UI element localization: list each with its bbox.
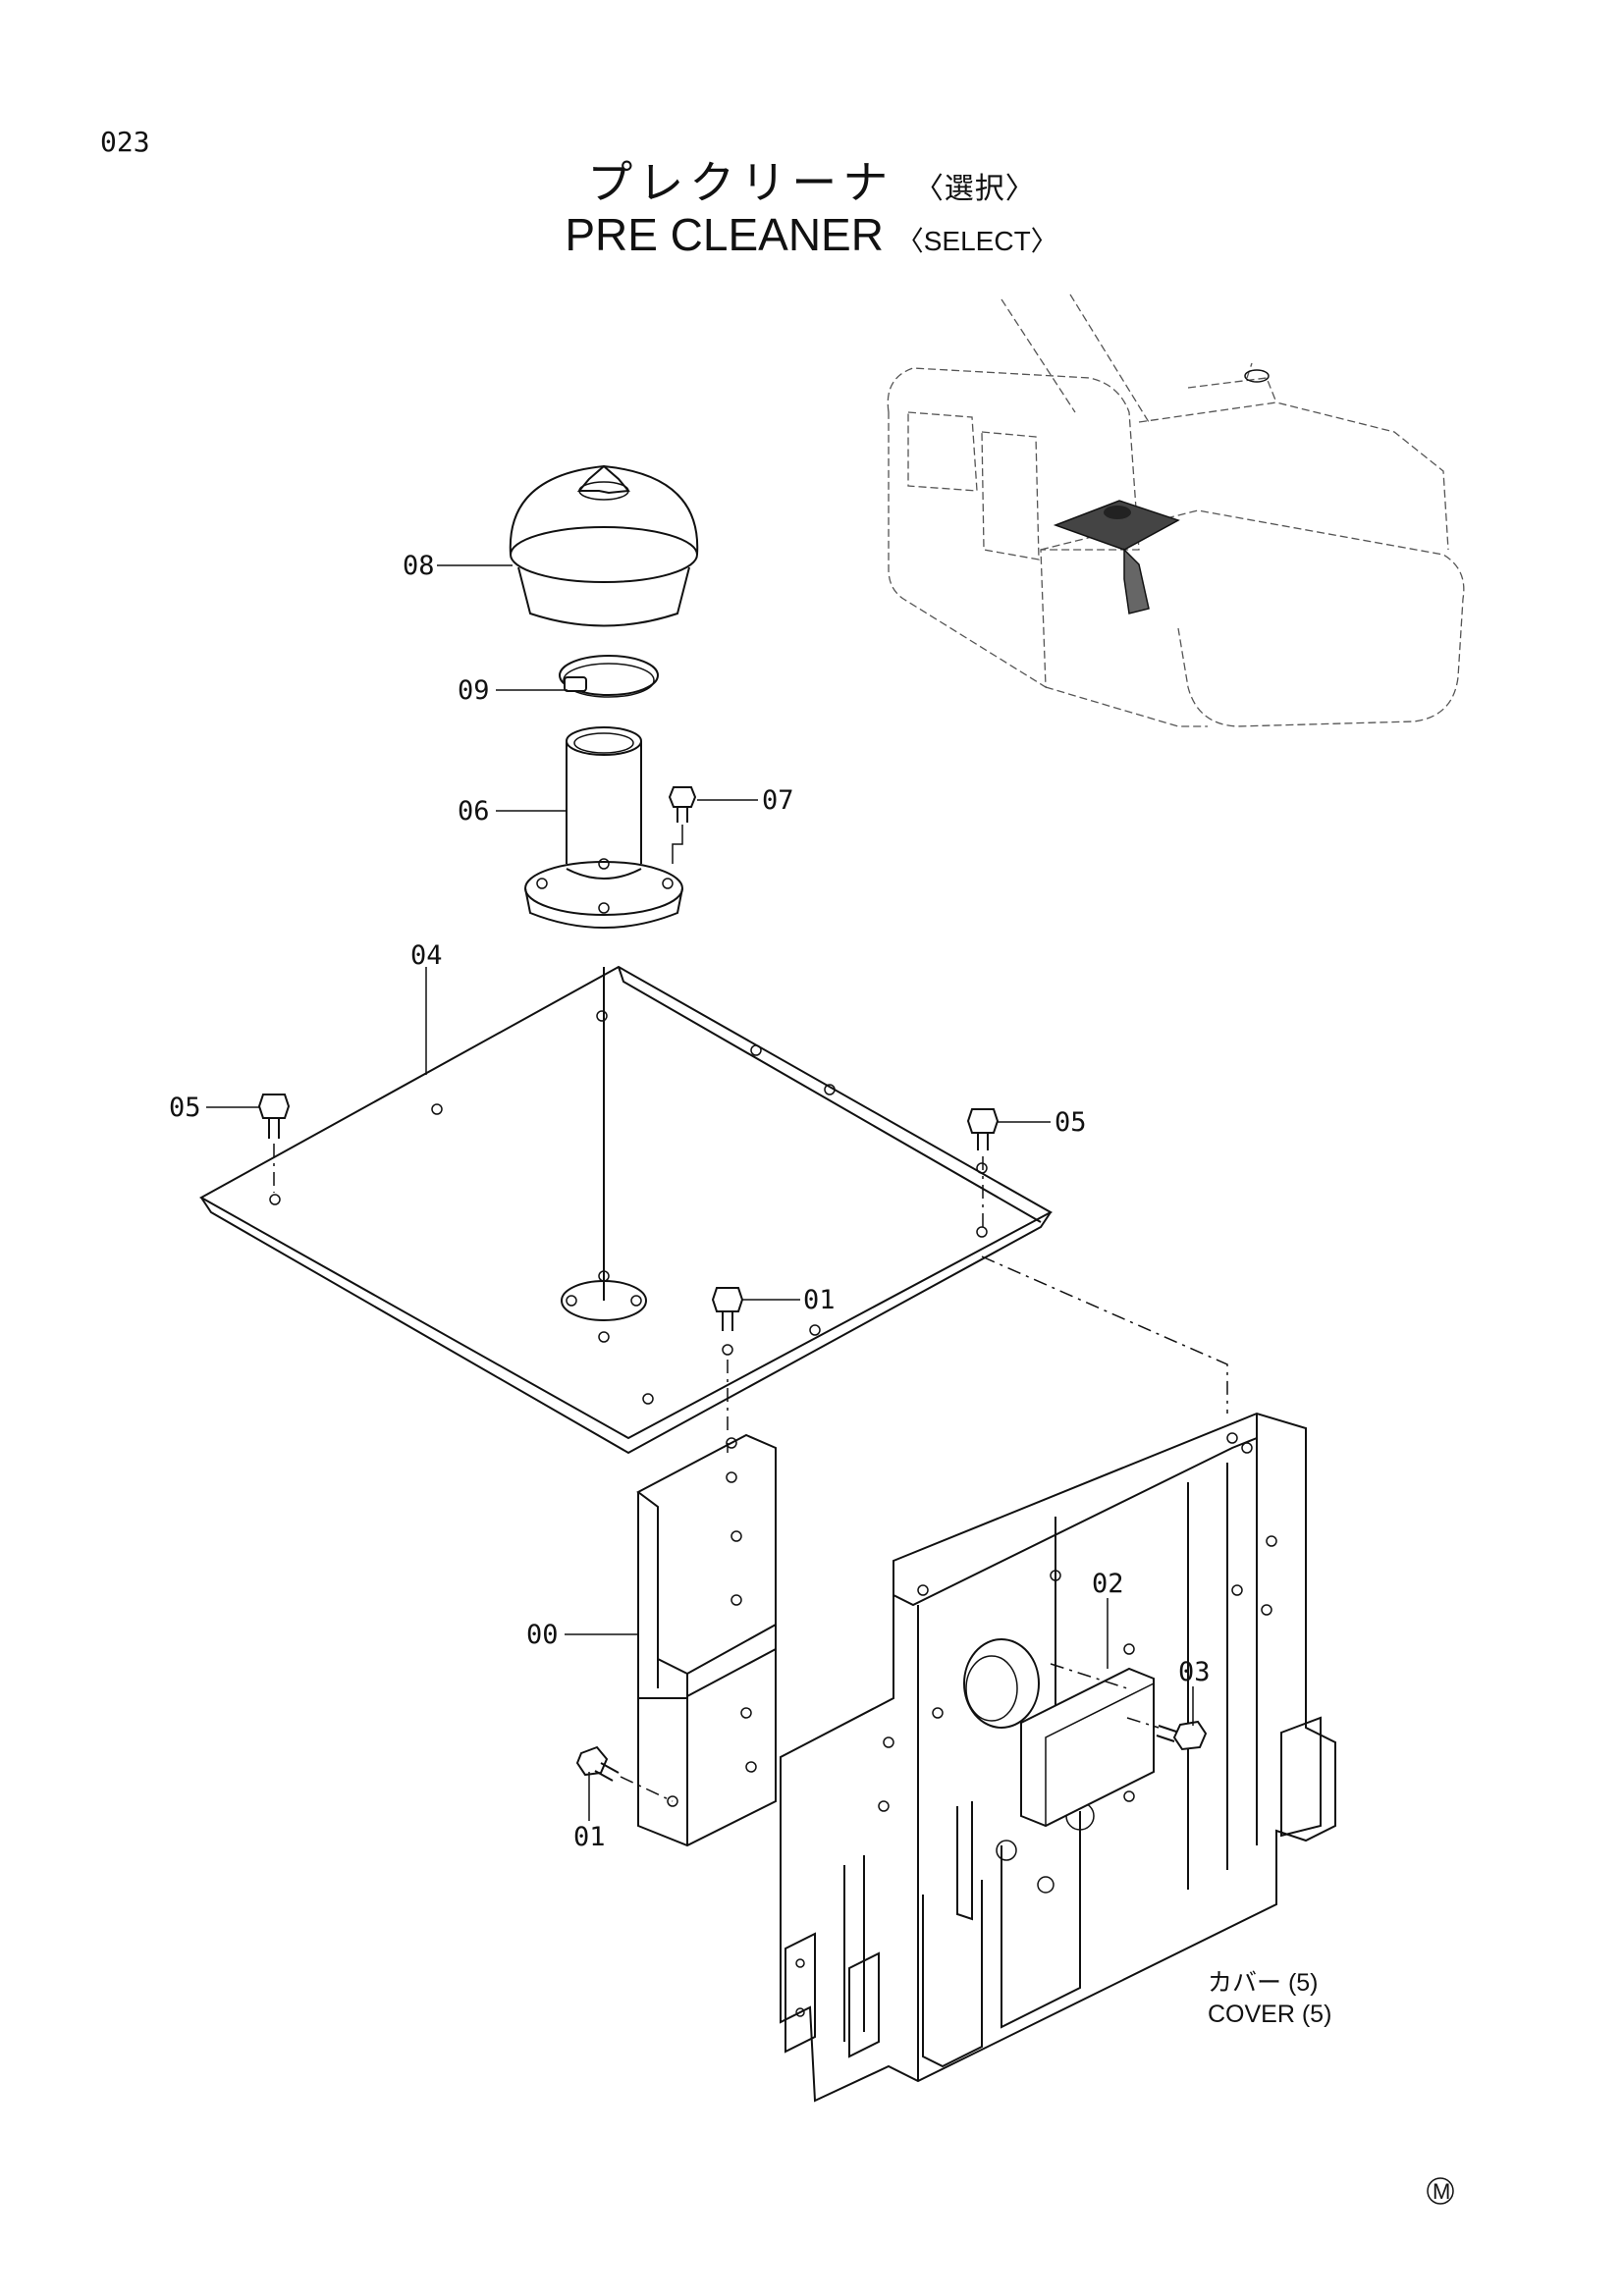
part-04-plate bbox=[198, 965, 1054, 1455]
title-jp-select: 〈選択〉 bbox=[913, 172, 1036, 206]
title-en-main: PRE CLEANER bbox=[565, 209, 884, 260]
part-03-bolt bbox=[1156, 1720, 1208, 1751]
page-number: 023 bbox=[100, 126, 150, 158]
cover-note-en: COVER (5) bbox=[1208, 2001, 1331, 2028]
part-02-plate bbox=[1020, 1663, 1160, 1828]
part-06-pipe bbox=[524, 726, 683, 929]
leader-lines bbox=[206, 564, 1194, 1821]
callout-06: 06 bbox=[458, 796, 490, 827]
title-japanese: プレクリーナ 〈選択〉 bbox=[0, 147, 1623, 212]
callout-05-left: 05 bbox=[169, 1093, 201, 1123]
callout-07: 07 bbox=[762, 785, 794, 816]
callout-04: 04 bbox=[410, 940, 443, 971]
footer-mark-letter: M bbox=[1433, 2179, 1450, 2204]
part-05-bolt-right bbox=[966, 1108, 1000, 1227]
footer-mark: M bbox=[1427, 2177, 1454, 2205]
excavator-location-inset bbox=[887, 294, 1465, 727]
callout-01-bottom: 01 bbox=[573, 1822, 606, 1852]
part-08-cap bbox=[509, 464, 699, 627]
part-01-bolt-bottom bbox=[575, 1745, 620, 1782]
callout-03: 03 bbox=[1178, 1657, 1211, 1687]
assembly-lines bbox=[727, 1255, 1228, 1453]
part-05-bolt-left bbox=[257, 1094, 291, 1193]
callout-01-top: 01 bbox=[803, 1285, 836, 1315]
title-en-select: 〈SELECT〉 bbox=[895, 226, 1058, 256]
callout-08: 08 bbox=[403, 551, 435, 581]
cover-note-jp: カバー (5) bbox=[1208, 1969, 1319, 1997]
part-07-bolt bbox=[668, 786, 697, 864]
callout-05-right: 05 bbox=[1055, 1107, 1087, 1138]
part-00-bracket bbox=[620, 1433, 777, 1847]
part-01-bolt-top bbox=[711, 1287, 744, 1433]
title-jp-main: プレクリーナ bbox=[587, 156, 894, 209]
callout-00: 00 bbox=[526, 1620, 559, 1650]
callout-02: 02 bbox=[1092, 1569, 1124, 1599]
title-english: PRE CLEANER 〈SELECT〉 bbox=[0, 208, 1623, 261]
callout-09: 09 bbox=[458, 675, 490, 706]
part-09-clamp bbox=[559, 655, 659, 698]
